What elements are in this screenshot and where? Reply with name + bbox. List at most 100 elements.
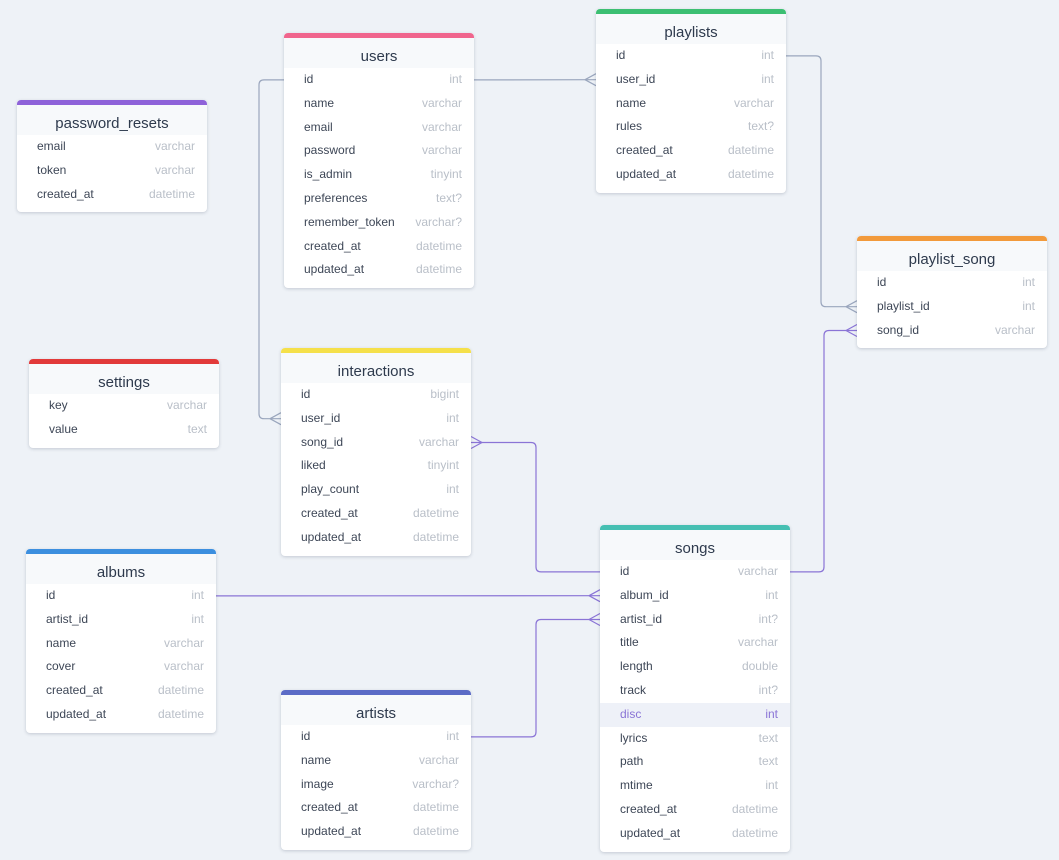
field-row[interactable]: id int [596,44,786,68]
field-name: path [620,754,644,769]
table-header[interactable]: interactions [281,348,471,383]
field-type: varchar [733,95,774,110]
field-name: id [877,275,887,289]
field-type: datetime [731,825,778,840]
table-header[interactable]: albums [26,549,216,584]
table-header[interactable]: settings [29,359,219,394]
table-header[interactable]: songs [600,525,790,560]
field-name: rules [616,119,643,134]
field-type: int [446,410,459,425]
field-name: key [49,398,68,412]
field-name: updated_at [304,262,365,277]
field-row[interactable]: updated_at datetime [284,258,474,282]
field-name: id [301,729,311,743]
field-type: datetime [415,262,462,277]
field-name: name [46,635,77,650]
field-name: image [301,776,334,791]
field-type: int [1022,298,1035,313]
field-type: varchar [154,162,195,177]
field-type: text [758,730,778,745]
field-row[interactable]: created_at datetime [284,235,474,259]
field-row[interactable]: updated_at datetime [600,822,790,846]
table-header[interactable]: users [284,33,474,68]
table-header[interactable]: playlists [596,9,786,44]
field-name: created_at [304,238,361,253]
field-name: is_admin [304,167,353,182]
relation-songs-interactions [471,441,600,573]
field-type: datetime [415,238,462,253]
table-header[interactable]: password_resets [17,100,207,135]
field-name: created_at [37,186,94,201]
field-type: int [761,48,774,62]
field-type: int [446,482,459,497]
table-header[interactable]: artists [281,690,471,725]
field-type: datetime [157,706,204,721]
field-name: created_at [301,800,358,815]
field-name: name [301,752,332,767]
field-name: updated_at [620,825,681,840]
field-name: id [616,48,626,62]
field-name: title [620,635,639,650]
table-header[interactable]: playlist_song [857,236,1047,271]
